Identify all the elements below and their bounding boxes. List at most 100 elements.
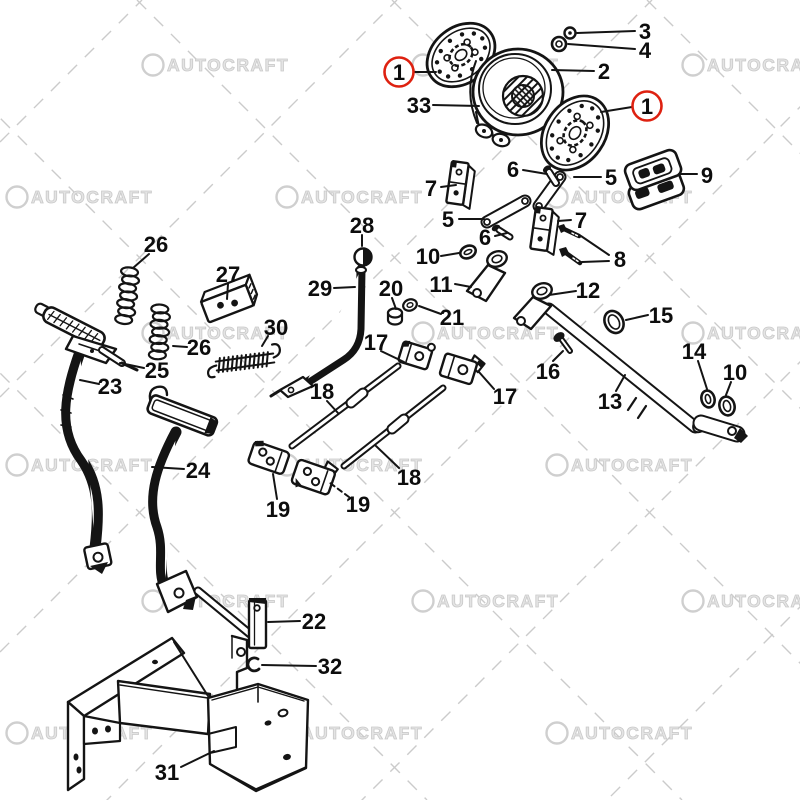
part-bracket-7-right [529,206,560,256]
ring-icon [141,53,165,77]
part-clevis-17-right [438,352,486,386]
part-number-label: 31 [155,760,179,785]
callout-16: 16 [536,350,564,384]
watermark-text: AUTOCRAFT [301,723,423,743]
part-number-label: 6 [479,225,491,250]
ring-icon [411,589,435,613]
ring-icon [545,453,569,477]
callout-25: 25 [119,358,169,383]
part-number-label: 11 [429,272,452,297]
part-number-label: 19 [266,497,290,522]
part-rod-29 [301,264,367,388]
pedal-24-pad [146,394,219,437]
diagram-line-art [34,21,748,793]
part-pressure-plate [469,47,565,148]
part-number-label: 21 [440,305,464,330]
watermark-text: AUTOCRAFT [301,187,423,207]
part-pad-9 [623,148,686,211]
watermark-logo: AUTOCRAFT [681,53,800,77]
part-number-label: 26 [144,232,168,257]
callout-24: 24 [151,458,211,483]
part-knob-28 [353,247,373,267]
highlight-circle [383,56,415,88]
part-clevis-17-left [397,340,436,371]
part-ring-10-left [459,244,477,260]
callout-11: 11 [429,272,472,297]
callout-32: 32 [261,654,342,679]
callout-10: 10 [723,360,747,396]
callout-28: 28 [350,213,374,247]
callout-19: 19 [329,482,370,517]
callout-1: 1 [600,90,663,122]
part-number-label: 25 [145,358,169,383]
part-number-label: 14 [682,339,707,364]
watermark-logo: AUTOCRAFT [141,321,289,345]
part-number-label: 9 [701,163,713,188]
part-number-label: 29 [308,276,332,301]
watermark-logo: AUTOCRAFT [141,53,288,77]
part-number-label: 5 [605,165,617,190]
part-number-label: 1 [393,60,405,85]
part-number-label: 28 [350,213,374,238]
callout-21: 21 [418,305,464,330]
part-spring-26-a [114,266,141,326]
part-bolts-8 [558,224,583,266]
callout-13: 13 [598,374,626,414]
part-shaft-13 [542,302,748,443]
ring-icon [5,453,29,477]
callout-6: 6 [507,157,548,182]
part-spring-26-b [147,303,171,361]
part-number-label: 30 [264,315,288,340]
part-rod-18-upper [288,362,402,450]
watermark-layer: AUTOCRAFT AUTOCRAFT AUTOCRAFT AUTOCRAFT AUTO… [5,53,800,745]
part-number-label: 13 [598,389,622,414]
watermark-logo: AUTOCRAFT [5,185,152,209]
callout-15: 15 [625,303,673,328]
callout-10: 10 [416,244,460,269]
callout-17: 17 [478,371,517,409]
part-yoke-11 [465,249,508,303]
ring-icon [411,321,435,345]
part-number-label: 22 [302,609,326,634]
part-ring-10-right [718,395,736,417]
part-ring-15 [603,309,625,335]
callout-3: 3 [576,19,651,44]
watermark-logo: AUTOCRAFT [681,321,800,345]
part-number-label: 2 [598,59,610,84]
part-spring-30 [207,343,281,379]
callout-26: 26 [172,335,211,360]
watermark-logo: AUTOCRAFT [681,589,800,613]
part-number-label: 10 [416,244,440,269]
part-rod-29-tip [269,375,315,399]
watermark-text: AUTOCRAFT [167,323,289,343]
watermark-logo: AUTOCRAFT [275,185,423,209]
part-ring-14 [700,389,716,409]
pedal-23-pad [34,302,106,349]
callout-18: 18 [310,379,339,414]
part-lever-12 [512,281,553,331]
ring-icon [681,321,705,345]
part-block-27 [199,273,259,324]
callout-5: 5 [442,207,485,232]
callout-12: 12 [548,278,600,303]
part-number-label: 17 [364,330,388,355]
callout-20: 20 [379,276,403,310]
part-number-label: 3 [639,19,651,44]
callout-27: 27 [216,262,240,300]
part-bar-22 [193,586,268,650]
part-pin-16 [553,332,573,354]
callout-7: 7 [557,208,587,233]
part-nut-20 [386,307,404,326]
part-number-label: 18 [397,465,421,490]
ring-icon [545,721,569,745]
watermark-text: AUTOCRAFT [437,591,559,611]
callout-19: 19 [266,473,290,522]
part-number-label: 19 [346,492,370,517]
part-number-label: 27 [216,262,240,287]
part-number-label: 8 [614,247,626,272]
callout-31: 31 [155,750,215,785]
part-pin-6-top [542,165,560,187]
part-bracket-7-left [445,160,476,210]
ring-icon [275,185,299,209]
